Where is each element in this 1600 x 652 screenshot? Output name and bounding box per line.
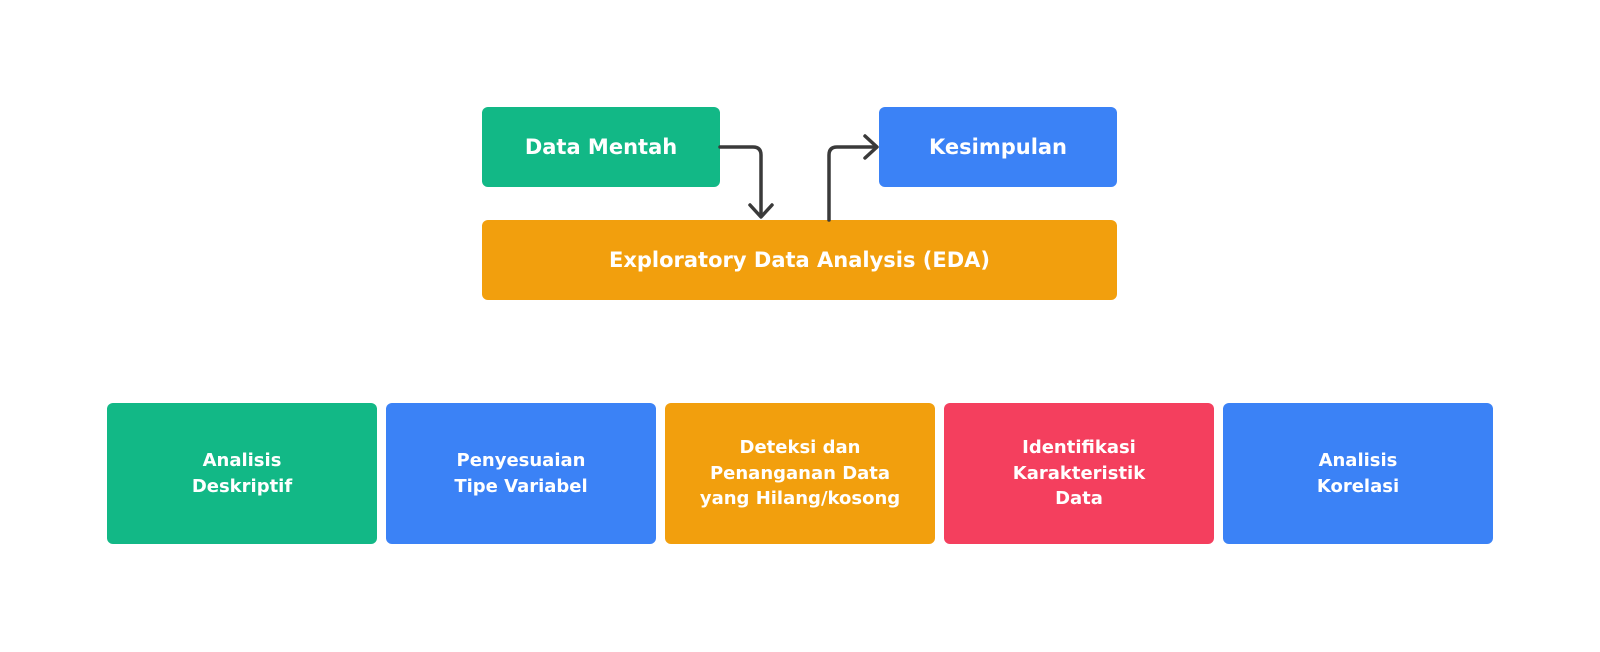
arrowhead-right-icon	[863, 134, 879, 160]
connector-eda-to-conclusion	[827, 145, 878, 222]
eda-node: Exploratory Data Analysis (EDA)	[482, 220, 1117, 300]
step-variable-type-adjustment: Penyesuaian Tipe Variabel	[386, 403, 656, 544]
raw-data-node: Data Mentah	[482, 107, 720, 187]
arrowhead-down-icon	[748, 203, 774, 219]
step-missing-data-handling: Deteksi dan Penanganan Data yang Hilang/…	[665, 403, 935, 544]
step-data-characteristics: Identifikasi Karakteristik Data	[944, 403, 1214, 544]
connector-raw-to-eda	[718, 145, 763, 218]
step-descriptive-analysis: Analisis Deskriptif	[107, 403, 377, 544]
conclusion-node: Kesimpulan	[879, 107, 1117, 187]
step-correlation-analysis: Analisis Korelasi	[1223, 403, 1493, 544]
